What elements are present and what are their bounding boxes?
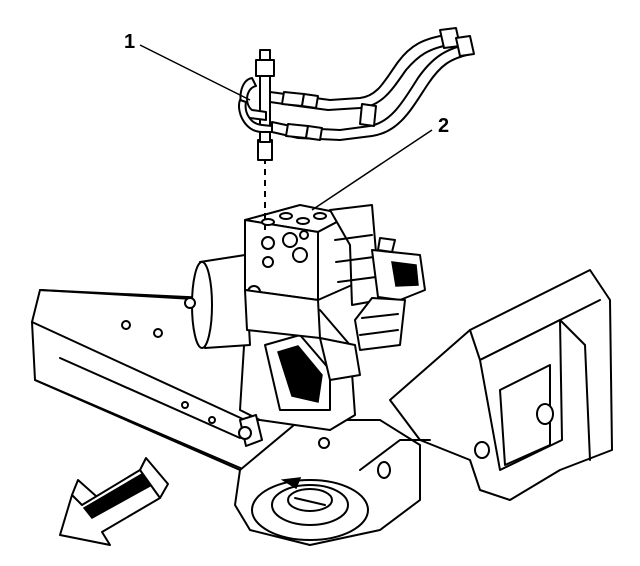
callout-leaders (139, 44, 433, 211)
brake-pipes (238, 27, 475, 232)
hydraulic-modulator (184, 204, 426, 381)
side-frame-rail (389, 269, 613, 501)
lower-mount-bracket (234, 419, 431, 546)
callout-2-label: 2 (438, 115, 449, 137)
callout-1-label: 1 (124, 31, 135, 53)
front-direction-arrow-icon (59, 457, 169, 546)
